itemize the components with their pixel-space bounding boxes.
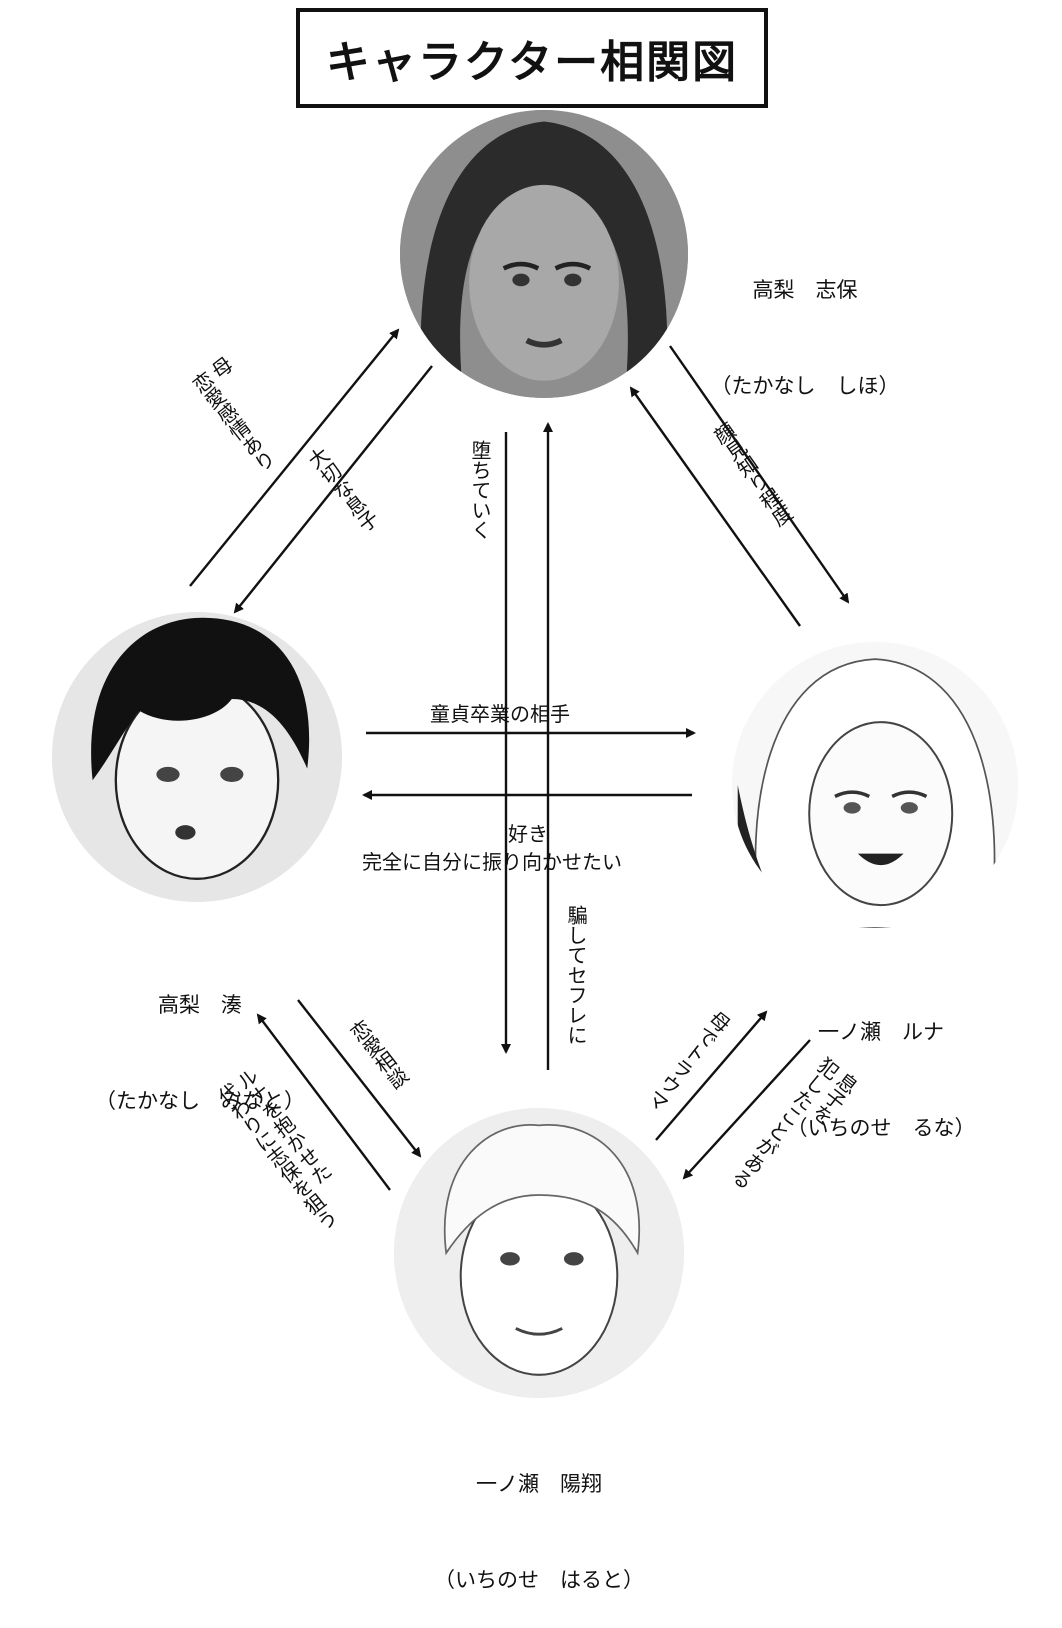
name-shiho: 高梨 志保 （たかなし しほ） <box>680 210 930 434</box>
arrow-runa-to-haruto <box>682 1039 811 1180</box>
diagram-title: キャラクター相関図 <box>325 37 739 88</box>
minato-face-icon <box>52 612 342 902</box>
name-minato: 高梨 湊 （たかなし みなと） <box>60 925 340 1149</box>
minato-name: 高梨 湊 <box>158 993 242 1017</box>
label-haruto-to-shiho: 騙してセフレに <box>564 905 588 1045</box>
arrow-minato-to-shiho <box>189 328 400 587</box>
runa-face-icon <box>732 642 1018 928</box>
label-minato-to-runa: 童貞卒業の相手 <box>430 702 570 726</box>
portrait-haruto <box>394 1108 684 1398</box>
shiho-reading: （たかなし しほ） <box>710 374 900 398</box>
portrait-runa <box>732 642 1018 928</box>
label-runa-to-minato-1: 好き <box>508 822 548 846</box>
name-runa: 一ノ瀬 ルナ （いちのせ るな） <box>756 952 1006 1176</box>
arrow-shiho-to-minato <box>233 365 433 614</box>
portrait-minato <box>52 612 342 902</box>
haruto-name: 一ノ瀬 陽翔 <box>476 1472 602 1496</box>
portrait-shiho <box>400 110 688 398</box>
haruto-reading: （いちのせ はると） <box>434 1568 644 1592</box>
runa-reading: （いちのせ るな） <box>786 1116 976 1140</box>
label-shiho-to-haruto: 堕ちていく <box>468 440 492 540</box>
arrow-runa-to-shiho <box>629 386 801 627</box>
shiho-face-icon <box>400 110 688 398</box>
relation-arrows <box>189 328 850 1191</box>
arrow-haruto-to-runa <box>655 1010 768 1141</box>
arrow-shiho-to-runa <box>669 345 850 604</box>
shiho-name: 高梨 志保 <box>752 278 858 302</box>
title-box: キャラクター相関図 <box>296 8 768 108</box>
haruto-face-icon <box>394 1108 684 1398</box>
runa-name: 一ノ瀬 ルナ <box>818 1020 944 1044</box>
arrow-haruto-to-minato <box>256 1013 391 1191</box>
arrow-minato-to-haruto <box>297 999 422 1158</box>
minato-reading: （たかなし みなと） <box>95 1089 305 1113</box>
label-runa-to-minato-2: 完全に自分に振り向かせたい <box>362 850 622 874</box>
name-haruto: 一ノ瀬 陽翔 （いちのせ はると） <box>404 1404 674 1628</box>
